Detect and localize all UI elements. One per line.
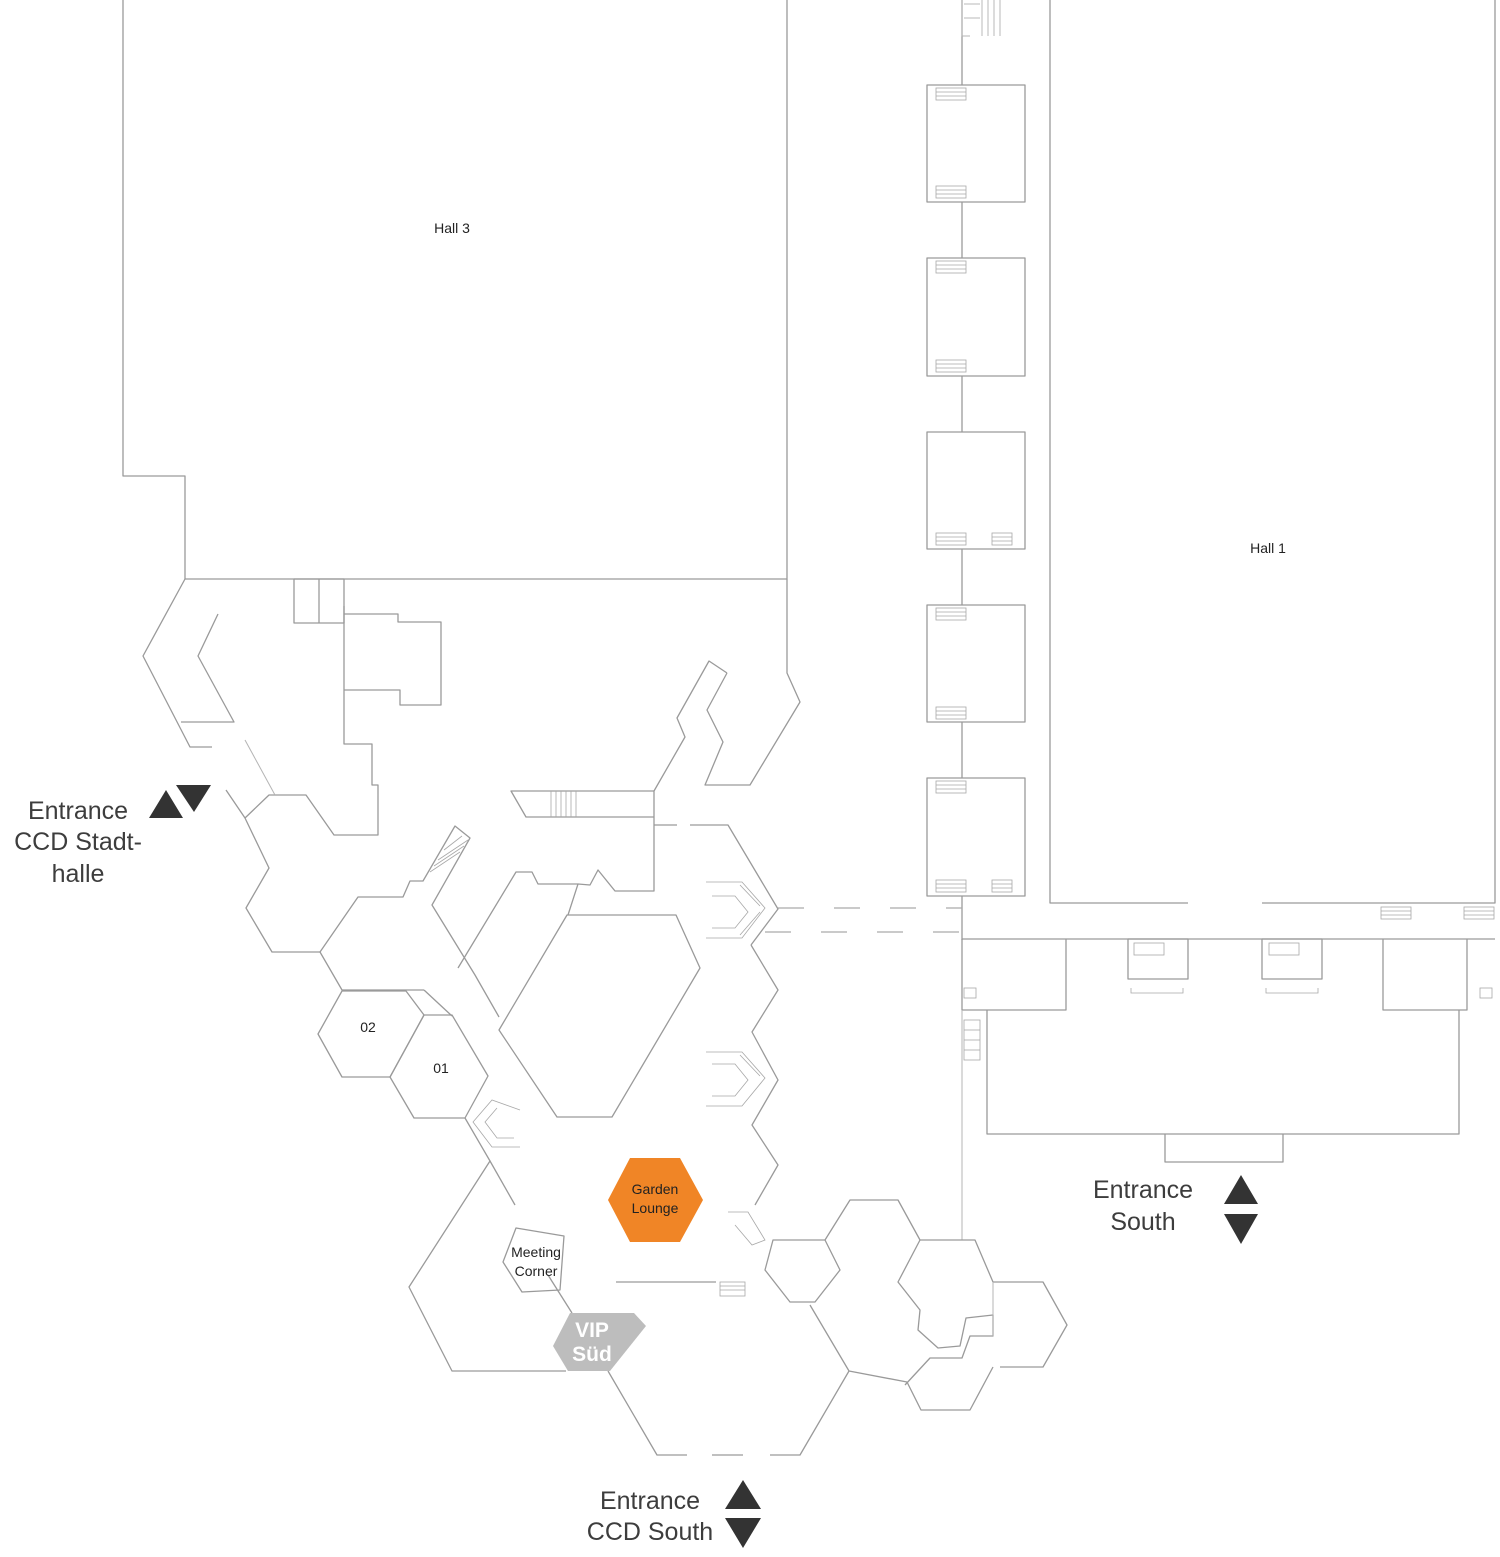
entrance-in-out-arrows-icon: [149, 785, 211, 818]
escalators: [472, 881, 766, 1297]
meeting-corner[interactable]: Meeting Corner: [502, 1227, 565, 1293]
south-hex-cluster: [408, 1117, 1068, 1456]
entrance-south[interactable]: Entrance South: [1093, 1175, 1258, 1244]
corridor-module-1[interactable]: [926, 84, 1026, 203]
svg-text:CCD South: CCD South: [587, 1518, 713, 1546]
room-02-label: 02: [360, 1019, 376, 1035]
svg-text:South: South: [1110, 1208, 1175, 1236]
entrance-in-out-arrows-icon: [1224, 1175, 1258, 1244]
room-01-label: 01: [433, 1060, 449, 1076]
svg-text:Corner: Corner: [515, 1263, 558, 1279]
south-foyer[interactable]: [961, 938, 1495, 1240]
svg-text:Entrance: Entrance: [600, 1487, 700, 1515]
svg-text:Lounge: Lounge: [632, 1200, 679, 1216]
svg-text:Entrance: Entrance: [1093, 1176, 1193, 1204]
hall-1-label: Hall 1: [1250, 540, 1286, 556]
stair-symbols: [935, 87, 1495, 920]
svg-text:Entrance: Entrance: [28, 797, 128, 825]
vip-sued[interactable]: VIP Süd: [553, 1313, 646, 1371]
corridor-module-2[interactable]: [926, 257, 1026, 377]
northwest-wing: [142, 578, 801, 1206]
corridor-module-4[interactable]: [926, 604, 1026, 723]
svg-text:halle: halle: [52, 860, 105, 888]
corridor-module-3[interactable]: [926, 431, 1026, 550]
svg-text:VIP: VIP: [575, 1319, 609, 1342]
svg-text:Süd: Süd: [572, 1343, 612, 1366]
dashed-connection: [765, 907, 962, 933]
central-hex-hall[interactable]: [498, 914, 701, 1118]
entrance-in-out-arrows-icon: [725, 1480, 761, 1548]
entrance-ccd-south[interactable]: Entrance CCD South: [587, 1480, 761, 1548]
hall-3-label: Hall 3: [434, 220, 470, 236]
hall-3[interactable]: [122, 0, 788, 580]
hall-1[interactable]: [1049, 0, 1496, 904]
corridor-module-5[interactable]: [926, 777, 1026, 897]
foyer-corridor: [961, 0, 1001, 940]
svg-text:CCD Stadt-: CCD Stadt-: [14, 828, 142, 856]
central-corridors: [319, 825, 579, 1018]
entrance-ccd-stadthalle[interactable]: Entrance CCD Stadt- halle: [14, 785, 211, 888]
svg-text:Meeting: Meeting: [511, 1244, 561, 1260]
garden-lounge[interactable]: Garden Lounge: [608, 1158, 703, 1242]
svg-text:Garden: Garden: [632, 1181, 679, 1197]
